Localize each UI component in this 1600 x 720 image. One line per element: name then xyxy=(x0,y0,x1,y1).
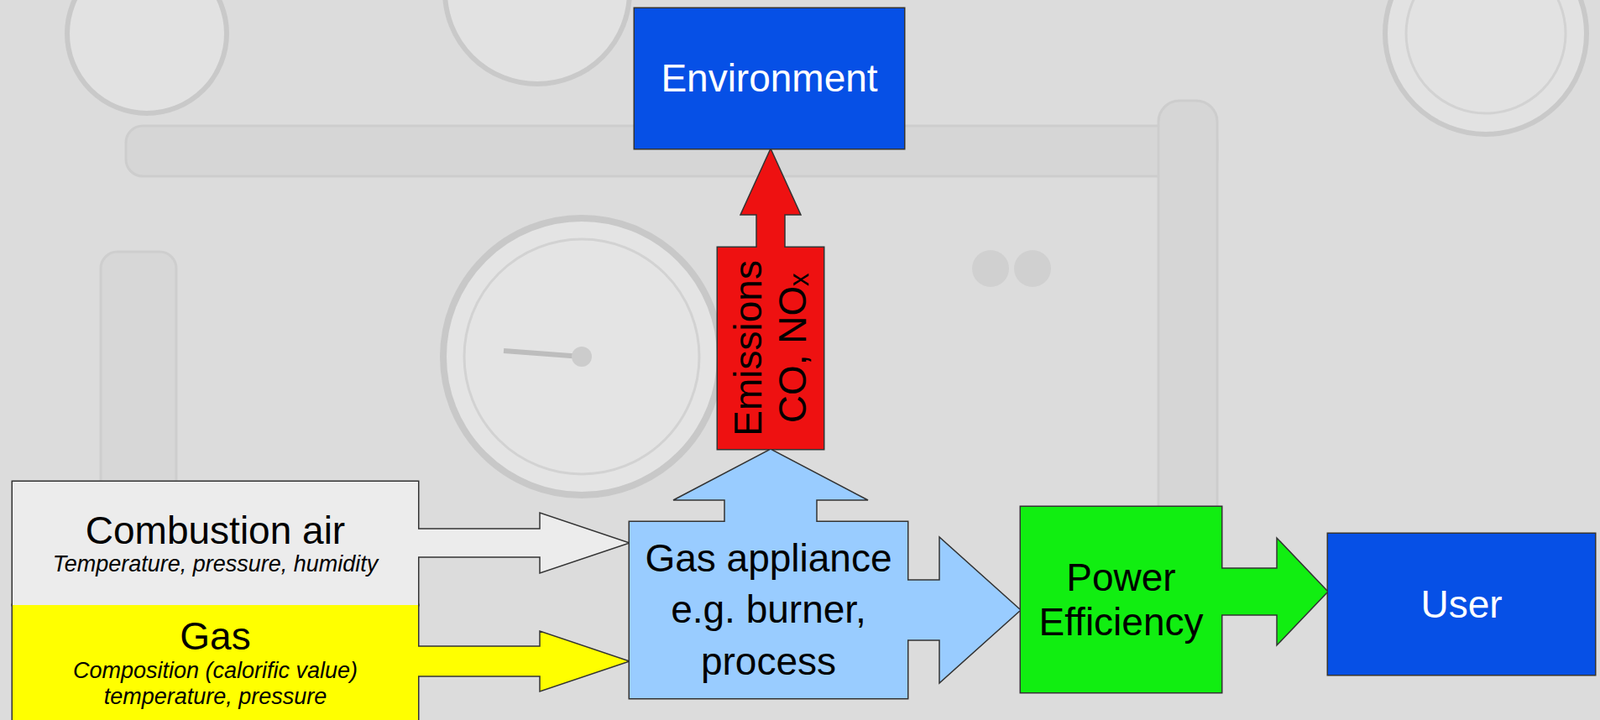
box-outline xyxy=(628,521,909,700)
text-frame: Combustion airTemperature, pressure, hum… xyxy=(20,509,410,579)
input-box: GasComposition (calorific value) tempera… xyxy=(12,605,419,720)
node-title: Gas appliance e.g. burner, process xyxy=(637,533,900,688)
gauge-ring xyxy=(1406,0,1566,114)
box-outline xyxy=(11,604,419,720)
emission-box: EmissionsCO, NOₓ xyxy=(717,247,824,450)
gauge-needle xyxy=(503,350,582,357)
node-title: Gas xyxy=(20,615,410,659)
text-frame: Gas appliance e.g. burner, process xyxy=(637,533,900,688)
text-frame: User xyxy=(1336,582,1587,628)
node-subtitle: Temperature, pressure, humidity xyxy=(20,551,410,578)
valve xyxy=(972,250,1010,288)
process-box: Gas appliance e.g. burner, process xyxy=(629,522,908,699)
target-box: User xyxy=(1328,533,1595,675)
gauge xyxy=(67,0,227,114)
gauge-hub xyxy=(571,346,592,367)
node-title: Combustion air xyxy=(20,509,410,553)
pipe xyxy=(1158,100,1218,571)
gauge xyxy=(444,0,630,84)
box-outline xyxy=(716,246,825,450)
valve xyxy=(1014,250,1051,288)
text-frame: GasComposition (calorific value) tempera… xyxy=(20,615,410,711)
gauge xyxy=(1385,0,1587,135)
block-arrow xyxy=(1218,538,1329,646)
box-outline xyxy=(11,481,419,607)
box-outline xyxy=(1327,533,1596,676)
block-arrow xyxy=(415,631,630,692)
block-arrow xyxy=(415,512,630,574)
text-frame: Environment xyxy=(643,56,896,101)
node-title: User xyxy=(1336,582,1587,628)
block-arrow xyxy=(904,537,1021,684)
block-arrow xyxy=(673,449,868,525)
target-box: Environment xyxy=(634,8,905,149)
node-subtitle: Composition (calorific value) temperatur… xyxy=(20,658,410,711)
input-box: Combustion airTemperature, pressure, hum… xyxy=(12,481,419,606)
block-arrow xyxy=(740,148,801,251)
gauge xyxy=(443,218,721,496)
node-title: Power Efficiency xyxy=(1029,555,1214,645)
gauge-ring xyxy=(464,239,700,475)
box-outline xyxy=(1019,506,1223,694)
node-title: Environment xyxy=(643,56,896,101)
text-frame: EmissionsCO, NOₓ xyxy=(726,256,816,441)
node-subtitle: CO, NOₓ xyxy=(770,256,816,441)
node-title: Emissions xyxy=(726,256,771,441)
output-box: Power Efficiency xyxy=(1020,507,1222,693)
box-outline xyxy=(633,7,905,150)
text-frame: Power Efficiency xyxy=(1029,555,1214,645)
